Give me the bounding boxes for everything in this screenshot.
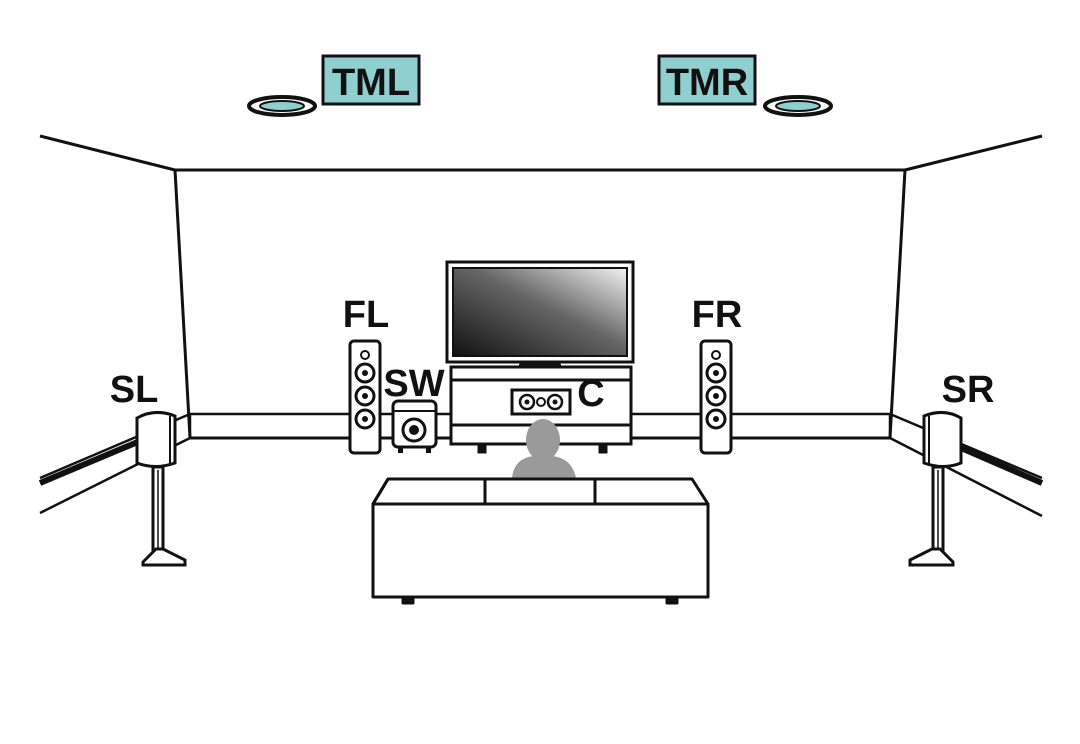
surround-left-speaker-icon (135, 411, 187, 567)
tmr-label: TMR (666, 62, 748, 104)
surround-right-speaker-icon (908, 411, 963, 567)
tmr-tag: TMR (657, 54, 757, 106)
sl-label: SL (110, 369, 159, 411)
center-speaker-icon (510, 388, 572, 416)
fr-label: FR (692, 294, 743, 336)
fl-label: FL (343, 294, 389, 336)
sr-label: SR (942, 369, 995, 411)
ceiling-speaker-right-icon (763, 95, 833, 117)
subwoofer-icon (391, 399, 438, 453)
front-left-speaker-icon (348, 339, 382, 455)
sofa-icon (371, 477, 710, 605)
front-right-speaker-icon (699, 339, 733, 455)
tml-tag: TML (321, 54, 421, 106)
sw-label: SW (383, 363, 444, 405)
listener-icon (512, 419, 576, 478)
tml-label: TML (332, 62, 410, 104)
tv-icon (445, 260, 635, 374)
c-label: C (577, 373, 604, 415)
ceiling-speaker-left-icon (247, 95, 317, 117)
